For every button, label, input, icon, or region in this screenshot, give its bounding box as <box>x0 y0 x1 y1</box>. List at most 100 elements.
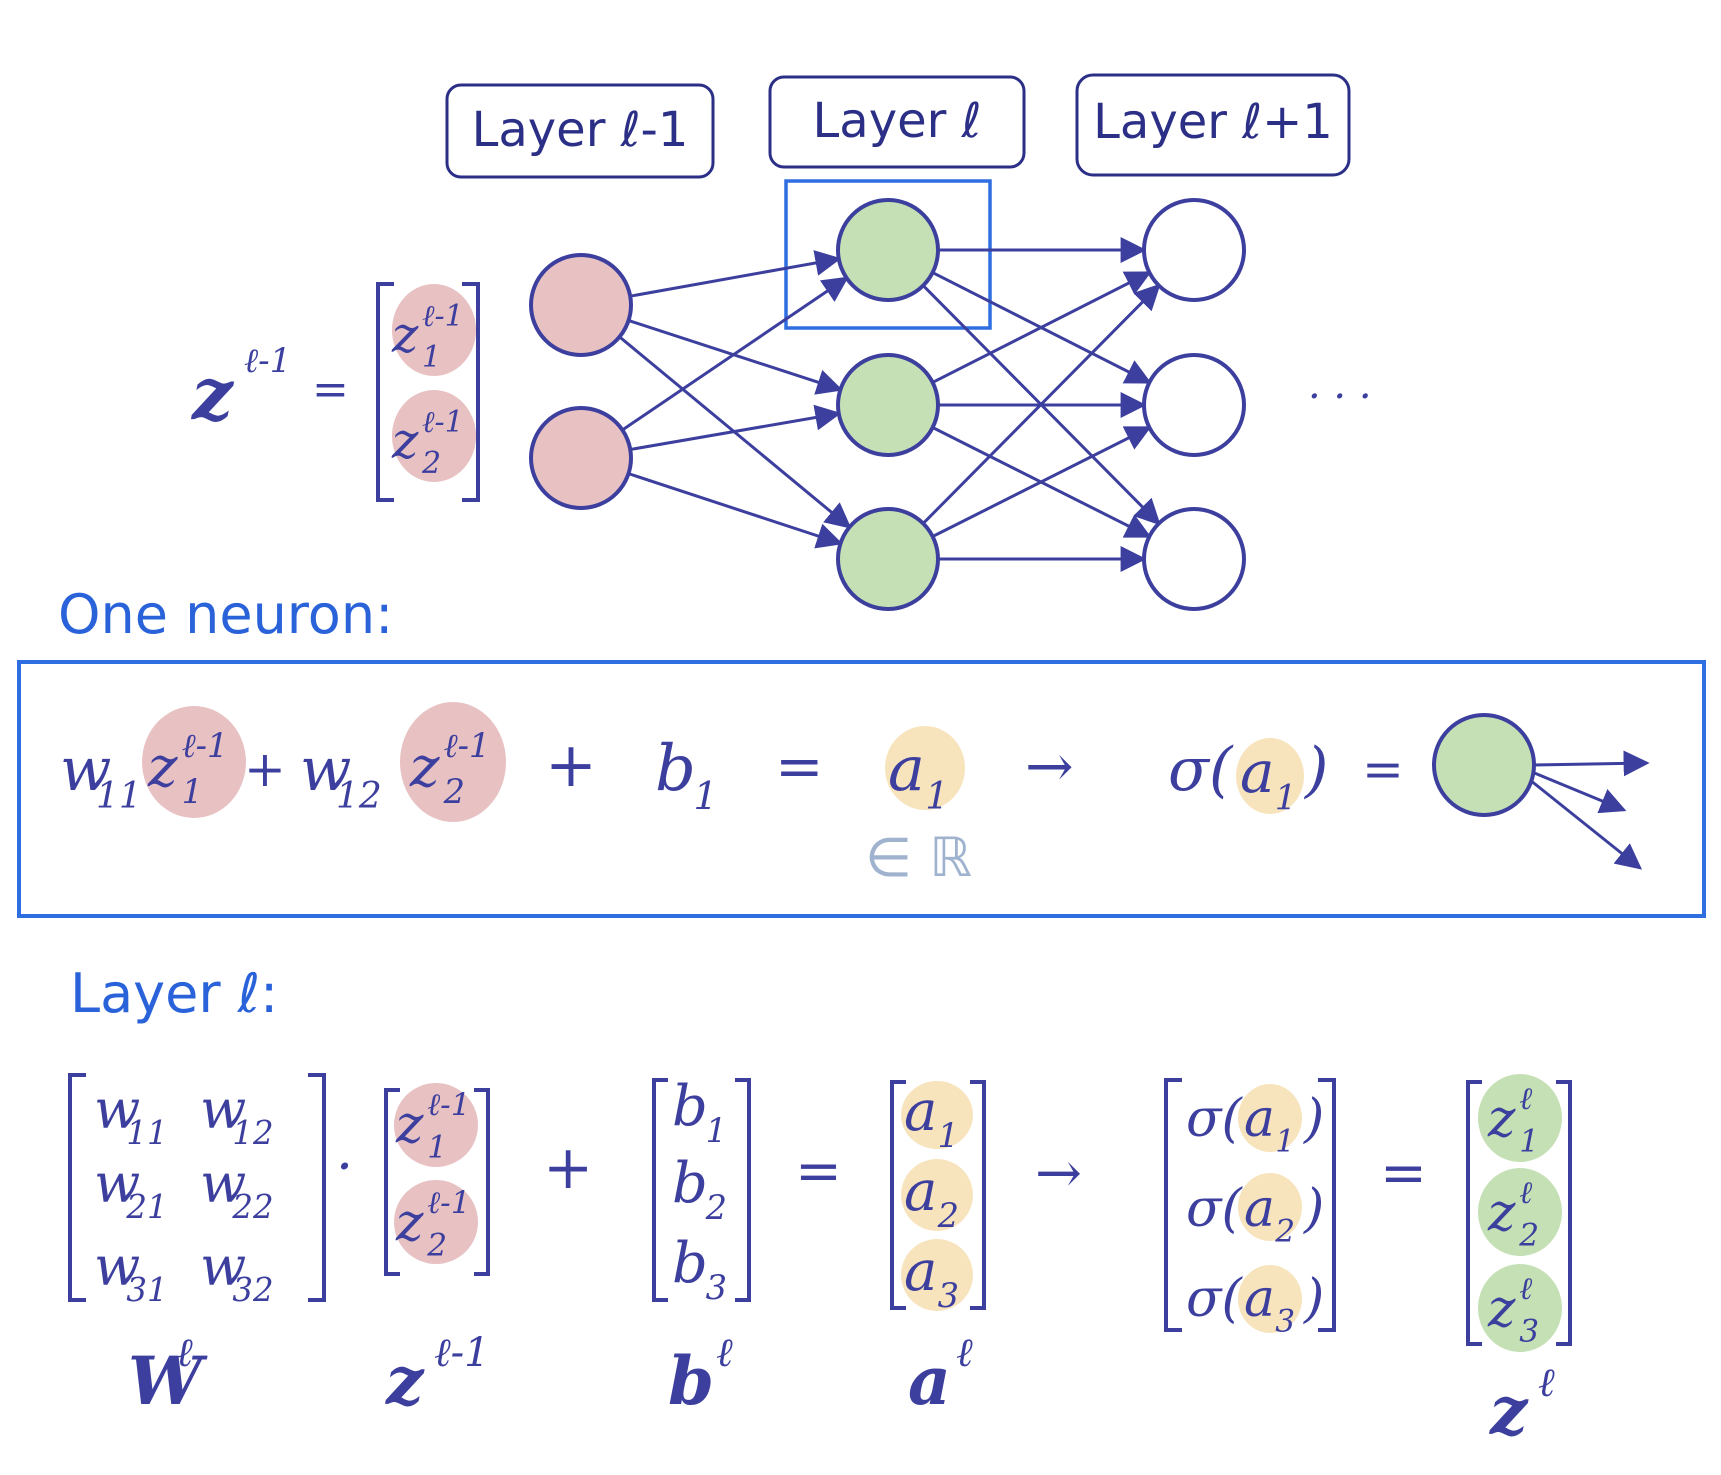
bracket-W-right <box>308 1073 326 1302</box>
bracket-Zout-right <box>1556 1080 1572 1346</box>
neuron-b1: b1 <box>655 732 718 819</box>
network-ellipsis: · · · <box>1308 374 1372 420</box>
S-3-open: σ( <box>1186 1269 1243 1329</box>
neuron-sigma-open: σ( <box>1168 735 1234 805</box>
layer-header-next-label: Layer ℓ+1 <box>1093 94 1333 150</box>
edge-l0-1-0 <box>621 276 849 432</box>
network-nodes <box>529 198 1246 611</box>
neuron-equals-2: = <box>1362 740 1404 798</box>
node-l1-0 <box>836 198 940 302</box>
blob-Z-2 <box>394 1180 478 1264</box>
blob-neuron-z2 <box>400 702 506 822</box>
W-1-1-sub: 11 <box>126 1114 167 1152</box>
layer-arrow: → <box>1035 1141 1082 1206</box>
z-vector-name: z <box>190 351 235 436</box>
layer-blobs <box>394 1074 1562 1352</box>
blob-S-3 <box>1238 1265 1302 1333</box>
blob-top-z1 <box>392 284 476 376</box>
output-arrow-3 <box>1529 778 1643 870</box>
layer-plus: + <box>543 1133 593 1203</box>
edge-l0-0-0 <box>629 250 842 298</box>
neuron-w12: w12 <box>300 735 382 817</box>
top-z2-base: z <box>391 412 419 470</box>
bracket-W-left <box>68 1073 86 1302</box>
neuron-z1-sup: ℓ-1 <box>182 726 229 765</box>
z-vector-equals: = <box>312 364 349 415</box>
bracket-left <box>376 282 394 502</box>
blob-neuron-sigma-a1 <box>1236 738 1304 814</box>
Zout-2-sub: 2 <box>1518 1218 1539 1254</box>
edge-l1-2-0 <box>922 283 1161 525</box>
bracket-right <box>462 282 480 502</box>
neuron-output-node <box>1432 713 1536 817</box>
A-1-sub: 1 <box>938 1116 959 1155</box>
layer-header-prev-label: Layer ℓ-1 <box>472 102 689 158</box>
A-3-base: a <box>904 1239 937 1304</box>
bracket-A-left <box>890 1080 906 1310</box>
node-l1-2 <box>836 507 940 611</box>
output-arrow-1 <box>1533 750 1650 777</box>
edge-l0-1-2 <box>628 472 843 549</box>
Zout-1-sub: 1 <box>1519 1124 1539 1160</box>
Zout-2-sup: ℓ <box>1519 1175 1532 1211</box>
B-1: b1 <box>672 1074 727 1150</box>
S-2-a-sub: 2 <box>1274 1214 1295 1250</box>
neuron-z1-base: z <box>147 735 178 800</box>
layer-header-next: Layer ℓ+1 <box>1075 73 1351 177</box>
top-z2-sup: ℓ-1 <box>422 405 464 440</box>
B-2-base: b <box>672 1151 708 1216</box>
layer-label-3-sup: ℓ <box>716 1330 733 1376</box>
bracket-Z-left <box>384 1088 400 1276</box>
S-3-close: ) <box>1303 1269 1324 1329</box>
neuron-a1-base: a <box>888 732 925 805</box>
blob-S-1 <box>1238 1084 1302 1152</box>
B-3-sub: 3 <box>706 1268 727 1307</box>
edge-l1-1-0 <box>931 271 1152 384</box>
top-z2-sub: 2 <box>421 446 441 481</box>
W-1-2: w12 <box>200 1078 274 1152</box>
layer-label-2-base: z <box>385 1342 425 1420</box>
layer-equals-2: = <box>1380 1141 1427 1206</box>
B-2-sub: 2 <box>705 1188 727 1227</box>
bracket-S-right <box>1318 1078 1336 1332</box>
blob-Z-1 <box>394 1083 478 1167</box>
neuron-sigma-a1-base: a <box>1240 738 1275 806</box>
B-3: b3 <box>672 1231 727 1307</box>
output-arrow-2 <box>1531 770 1627 814</box>
bracket-Zout-left <box>1466 1080 1482 1346</box>
top-z1-base: z <box>391 306 419 364</box>
neuron-z2-sub: 2 <box>443 772 465 811</box>
Zout-1-base: z <box>1487 1089 1516 1149</box>
node-l0-0 <box>529 253 633 357</box>
highlight-box <box>784 179 992 330</box>
layer-label-1-sup: ℓ <box>176 1330 193 1376</box>
neuron-z2-sup: ℓ-1 <box>444 726 491 765</box>
layer-label-3-base: b <box>668 1342 714 1420</box>
neuron-w11-base: w <box>60 735 111 805</box>
layer-label-1-base: W <box>128 1342 208 1420</box>
neuron-equals-1: = <box>775 732 824 800</box>
layer-heading: Layer ℓ: <box>70 962 278 1025</box>
W-2-2-base: w <box>200 1152 246 1215</box>
W-1-2-base: w <box>200 1078 246 1141</box>
Z-1-sup: ℓ-1 <box>427 1087 470 1123</box>
S-1-a-sub: 1 <box>1275 1124 1295 1160</box>
